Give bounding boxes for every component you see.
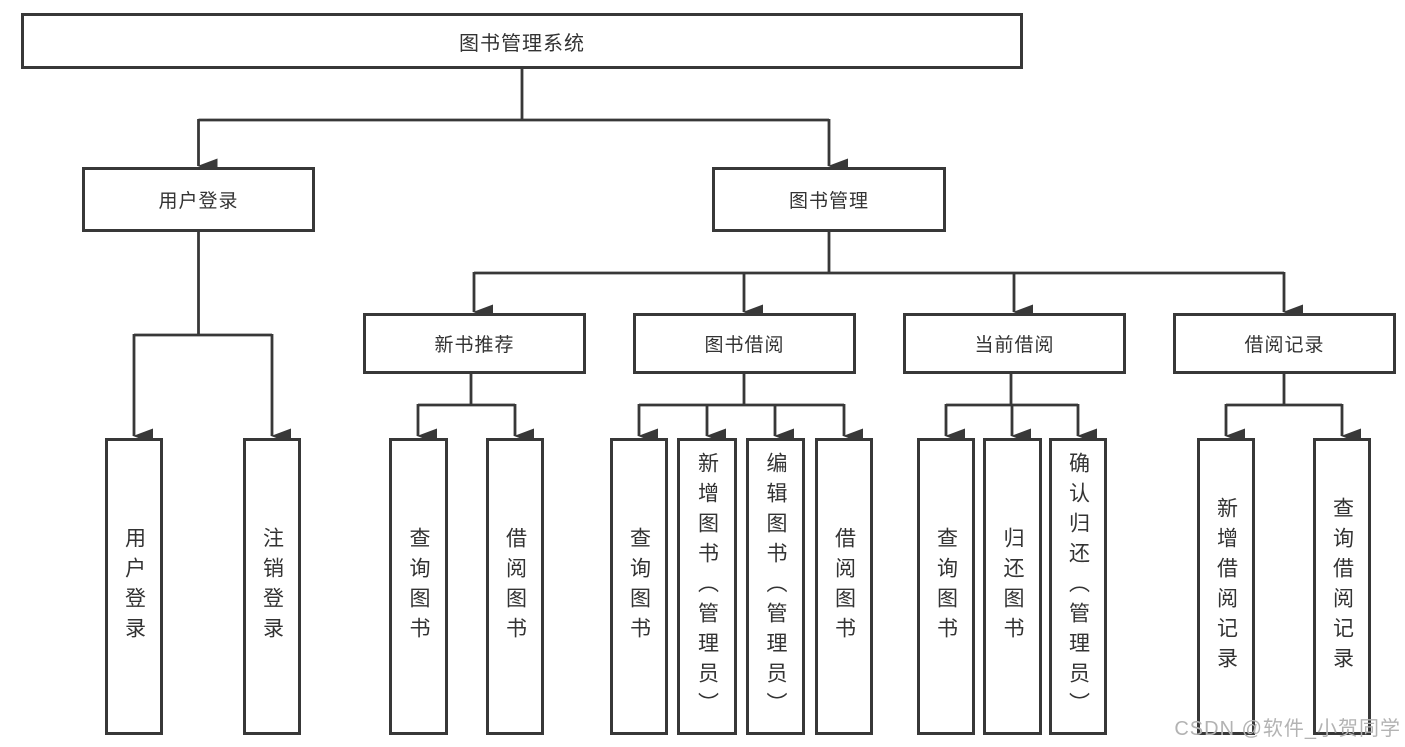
connector-new-book-bar [418,374,515,407]
connector-root-bar [198,69,829,122]
connector-borrow-records-bar [1226,374,1342,407]
connector-current-borrow-bar [946,374,1078,407]
connector-user-login-bar [134,232,272,337]
leaf-logout-login-label: 注销登录 [260,526,284,647]
node-user-login: 用户登录 [82,167,315,232]
leaf-records-query-record: 查询借阅记录 [1313,438,1371,735]
node-new-book-recommend: 新书推荐 [363,313,586,374]
leaf-current-confirm-return-admin-label: 确认归还（管理员） [1066,451,1090,722]
leaf-borrow-query-books: 查询图书 [610,438,668,735]
node-library-management-system: 图书管理系统 [21,13,1023,69]
leaf-borrow-edit-books-admin: 编辑图书（管理员） [746,438,805,735]
node-book-borrow: 图书借阅 [633,313,856,374]
leaf-newbook-borrow-books-label: 借阅图书 [503,526,527,647]
leaf-current-return-books-label: 归还图书 [1001,526,1024,647]
connector-book-borrow-bar [639,374,844,407]
leaf-records-add-record-label: 新增借阅记录 [1214,496,1238,677]
connector-book-mgmt-bar [474,232,1284,275]
leaf-current-confirm-return-admin: 确认归还（管理员） [1049,438,1107,735]
leaf-user-login-label: 用户登录 [122,526,146,647]
node-book-management: 图书管理 [712,167,946,232]
leaf-logout-login: 注销登录 [243,438,301,735]
leaf-newbook-borrow-books: 借阅图书 [486,438,544,735]
node-borrow-records: 借阅记录 [1173,313,1396,374]
leaf-borrow-edit-books-admin-label: 编辑图书（管理员） [764,451,787,722]
leaf-borrow-borrow-books: 借阅图书 [815,438,873,735]
leaf-newbook-query-books-label: 查询图书 [407,526,430,647]
leaf-newbook-query-books: 查询图书 [389,438,448,735]
leaf-borrow-add-books-admin-label: 新增图书（管理员） [695,451,719,722]
leaf-borrow-add-books-admin: 新增图书（管理员） [677,438,737,735]
leaf-current-query-books-label: 查询图书 [934,526,958,647]
leaf-current-query-books: 查询图书 [917,438,975,735]
leaf-current-return-books: 归还图书 [983,438,1042,735]
node-current-borrow: 当前借阅 [903,313,1126,374]
leaf-records-query-record-label: 查询借阅记录 [1330,496,1354,677]
leaf-borrow-borrow-books-label: 借阅图书 [832,526,856,647]
leaf-user-login: 用户登录 [105,438,163,735]
leaf-records-add-record: 新增借阅记录 [1197,438,1255,735]
leaf-borrow-query-books-label: 查询图书 [627,526,651,647]
